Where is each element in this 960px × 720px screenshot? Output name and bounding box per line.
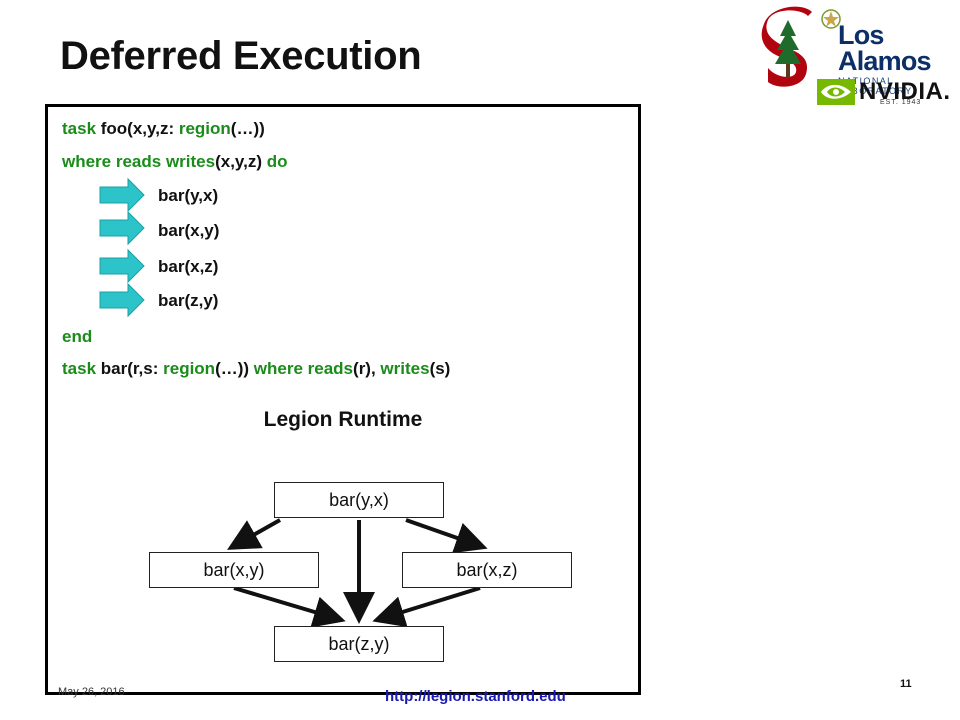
node-bar-xy: bar(x,y) <box>149 552 319 588</box>
nvidia-logo: NVIDIA. <box>817 78 951 106</box>
lanl-subtitle: NATIONAL LABORATORY <box>838 76 913 96</box>
arrow-icon <box>99 210 145 246</box>
nvidia-eye-icon <box>817 79 855 105</box>
code-call: bar(x,z) <box>158 257 219 276</box>
node-bar-yx: bar(y,x) <box>274 482 444 518</box>
lanl-star-icon <box>821 9 841 29</box>
code-call: bar(z,y) <box>158 291 219 310</box>
node-bar-xz: bar(x,z) <box>402 552 572 588</box>
lanl-name: Los Alamos <box>838 20 932 76</box>
code-call: bar(y,x) <box>158 186 219 205</box>
slide-title: Deferred Execution <box>60 34 422 78</box>
arrow-icon <box>99 248 145 284</box>
lanl-est: EST. 1943 <box>880 99 922 106</box>
arrow-icon <box>99 177 145 213</box>
edge-xy-to-zy <box>233 586 346 628</box>
code-line-where: where reads writes(x,y,z) do <box>62 152 288 171</box>
page-number: 11 <box>900 678 912 690</box>
dependency-graph-edges <box>227 518 488 628</box>
runtime-title: Legion Runtime <box>263 408 423 431</box>
edge-yx-to-xy <box>227 518 281 550</box>
nvidia-wordmark: NVIDIA. <box>859 78 951 105</box>
footer-url-link[interactable]: http://legion.stanford.edu <box>385 688 566 705</box>
code-call: bar(x,y) <box>158 221 220 240</box>
stanford-logo <box>761 6 812 87</box>
arrow-icon <box>99 282 145 318</box>
code-line-task-foo: task foo(x,y,z: region(…)) <box>62 119 265 138</box>
edge-yx-to-xz <box>405 518 488 554</box>
footer-date: May 26, 2016 <box>58 686 125 698</box>
code-line-task-bar: task bar(r,s: region(…)) where reads(r),… <box>62 359 451 378</box>
code-line-end: end <box>62 327 93 346</box>
edge-xz-to-zy <box>372 586 481 628</box>
lanl-logo: Los Alamos NATIONAL LABORATORY EST. 1943 <box>838 20 960 107</box>
node-bar-zy: bar(z,y) <box>274 626 444 662</box>
code-panel: task foo(x,y,z: region(…)) where reads w… <box>45 104 641 402</box>
runtime-panel: Legion Runtime bar(y,x) bar(x,y) bar(x,z… <box>45 398 641 695</box>
